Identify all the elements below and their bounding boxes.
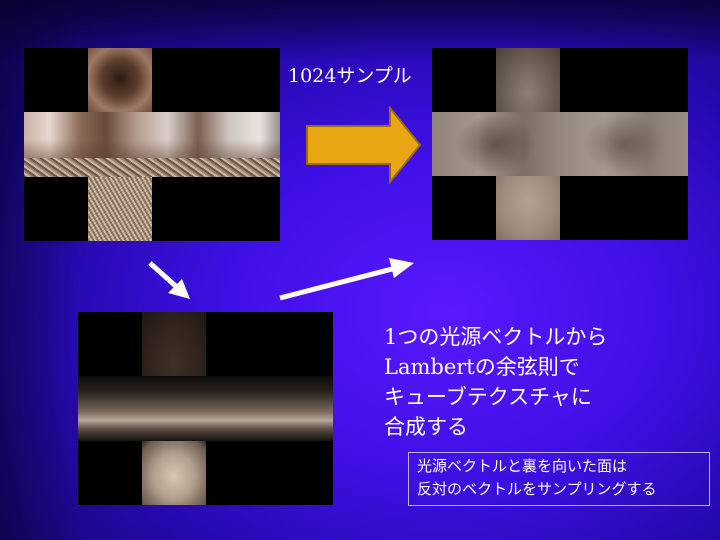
sample-count-label: 1024サンプル (288, 65, 412, 87)
description-line: キューブテクスチャに (384, 385, 592, 409)
cubemap-ground-strip (24, 158, 280, 177)
cubemap-face-sides (24, 112, 280, 158)
right-arrow-icon (306, 106, 422, 184)
down-right-arrow-icon (148, 261, 190, 299)
sampled-cubemap (432, 48, 688, 240)
note-box: 光源ベクトルと裏を向いた面は 反対のベクトルをサンプリングする (408, 452, 710, 506)
lambert-description: 1つの光源ベクトルから Lambertの余弦則で キューブテクスチャに 合成する (384, 322, 607, 442)
cubemap-face-sides (432, 112, 688, 176)
description-line: 合成する (384, 415, 468, 439)
cubemap-face-top (88, 48, 152, 112)
description-line: Lambertの余弦則で (384, 355, 580, 379)
cubemap-face-sides (78, 376, 333, 441)
cubemap-face-bottom (496, 176, 560, 240)
note-line: 光源ベクトルと裏を向いた面は (417, 457, 628, 475)
source-cubemap (24, 48, 280, 241)
cubemap-face-top (142, 312, 206, 376)
cubemap-face-bottom (142, 441, 206, 505)
cubemap-face-top (496, 48, 560, 112)
up-right-arrow-icon (279, 258, 414, 301)
cubemap-face-bottom (88, 177, 152, 241)
lambert-cubemap (78, 312, 333, 505)
description-line: 1つの光源ベクトルから (384, 325, 608, 349)
note-line: 反対のベクトルをサンプリングする (417, 480, 657, 498)
